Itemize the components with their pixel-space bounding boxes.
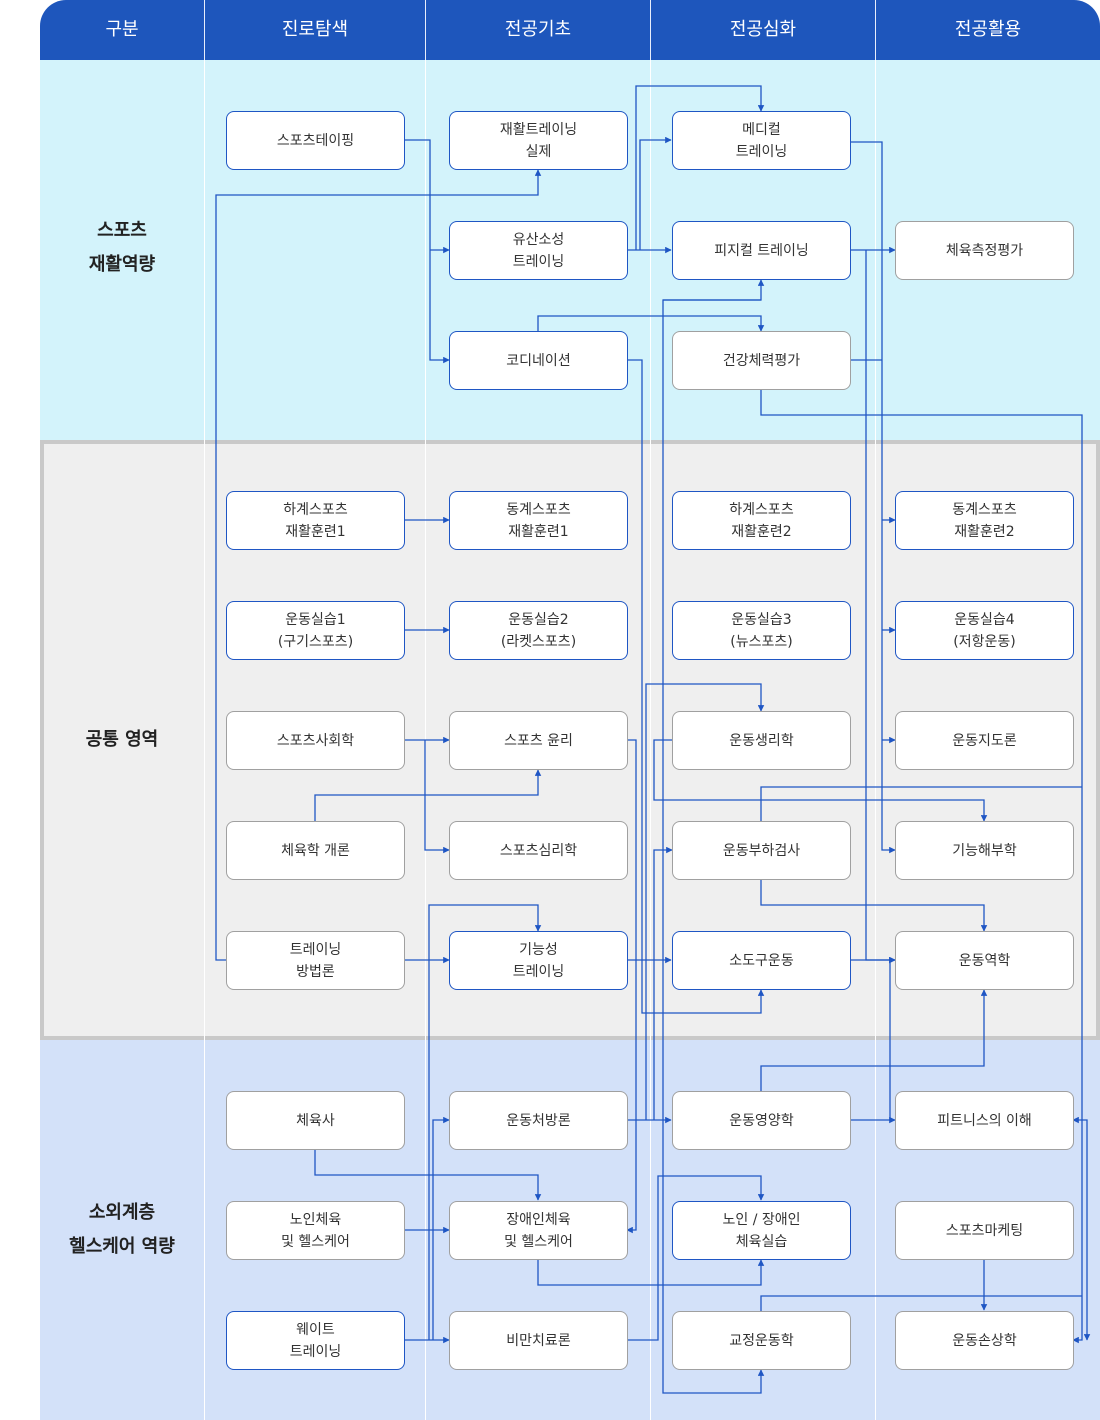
course-box[interactable]: 비만치료론	[449, 1311, 628, 1370]
connector-arrow	[639, 136, 672, 250]
connector-arrow	[760, 1295, 1082, 1311]
connector-arrow	[850, 141, 896, 854]
connector-arrow	[653, 846, 673, 1120]
course-box[interactable]: 웨이트 트레이닝	[226, 1311, 405, 1370]
course-box[interactable]: 트레이닝 방법론	[226, 931, 405, 990]
connector-arrow	[653, 739, 988, 822]
column-divider	[204, 60, 205, 1420]
course-box[interactable]: 스포츠마케팅	[895, 1201, 1074, 1260]
course-box[interactable]: 건강체력평가	[672, 331, 851, 390]
connector-arrow	[314, 769, 542, 821]
course-box[interactable]: 운동지도론	[895, 711, 1074, 770]
course-box[interactable]: 운동실습4 (저항운동)	[895, 601, 1074, 660]
course-box[interactable]: 소도구운동	[672, 931, 851, 990]
course-box[interactable]: 운동생리학	[672, 711, 851, 770]
connector-arrow	[314, 1150, 542, 1201]
course-box[interactable]: 노인 / 장애인 체육실습	[672, 1201, 851, 1260]
connector-arrow	[428, 904, 542, 1340]
course-box[interactable]: 피지컬 트레이닝	[672, 221, 851, 280]
course-box[interactable]: 기능해부학	[895, 821, 1074, 880]
section-label: 소외계층 헬스케어 역량	[69, 1202, 175, 1257]
connector-arrow	[626, 739, 637, 1234]
header-major-advanced: 전공심화	[651, 0, 876, 60]
connector-arrow	[760, 880, 988, 932]
course-box[interactable]: 스포츠심리학	[449, 821, 628, 880]
course-box[interactable]: 유산소성 트레이닝	[449, 221, 628, 280]
column-divider	[875, 60, 876, 1420]
course-box[interactable]: 운동부하검사	[672, 821, 851, 880]
connector-arrow	[645, 683, 765, 1120]
course-box[interactable]: 동계스포츠 재활훈련2	[895, 491, 1074, 550]
course-box[interactable]: 코디네이션	[449, 331, 628, 390]
course-box[interactable]: 재활트레이닝 실제	[449, 111, 628, 170]
connector-arrow	[537, 315, 765, 332]
connector-arrow	[760, 989, 988, 1091]
connector-arrow	[627, 1175, 765, 1341]
course-box[interactable]: 메디컬 트레이닝	[672, 111, 851, 170]
header-major-basic: 전공기초	[426, 0, 651, 60]
header-career-exploration: 진로탐색	[205, 0, 426, 60]
connector-arrow	[215, 169, 542, 961]
connector-arrow	[663, 279, 765, 301]
course-box[interactable]: 운동실습2 (라켓스포츠)	[449, 601, 628, 660]
connector-arrow	[760, 786, 1082, 821]
course-box[interactable]: 체육측정평가	[895, 221, 1074, 280]
course-box[interactable]: 운동실습3 (뉴스포츠)	[672, 601, 851, 660]
header-category: 구분	[40, 0, 205, 60]
connector-arrow	[635, 85, 765, 250]
course-box[interactable]: 운동역학	[895, 931, 1074, 990]
course-box[interactable]: 피트니스의 이해	[895, 1091, 1074, 1150]
course-box[interactable]: 스포츠사회학	[226, 711, 405, 770]
course-box[interactable]: 운동실습1 (구기스포츠)	[226, 601, 405, 660]
course-box[interactable]: 운동처방론	[449, 1091, 628, 1150]
connector-arrow	[627, 359, 765, 1014]
course-box[interactable]: 하계스포츠 재활훈련1	[226, 491, 405, 550]
header-major-application: 전공활용	[954, 19, 1022, 40]
course-box[interactable]: 하계스포츠 재활훈련2	[672, 491, 851, 550]
connector-arrow	[1072, 1116, 1091, 1341]
course-box[interactable]: 장애인체육 및 헬스케어	[449, 1201, 628, 1260]
course-box[interactable]: 스포츠 윤리	[449, 711, 628, 770]
section-label: 스포츠 재활역량	[88, 220, 156, 275]
section-label: 공통 영역	[85, 729, 159, 750]
course-box[interactable]: 체육사	[226, 1091, 405, 1150]
column-divider	[650, 60, 651, 1420]
course-box[interactable]: 운동손상학	[895, 1311, 1074, 1370]
connector-arrow	[432, 1116, 450, 1340]
connector-arrow	[424, 740, 450, 854]
course-box[interactable]: 동계스포츠 재활훈련1	[449, 491, 628, 550]
course-box[interactable]: 운동영양학	[672, 1091, 851, 1150]
table-header: 구분 진로탐색 전공기초 전공심화 전공활용	[40, 0, 1100, 60]
course-box[interactable]: 기능성 트레이닝	[449, 931, 628, 990]
course-box[interactable]: 교정운동학	[672, 1311, 851, 1370]
course-box[interactable]: 노인체육 및 헬스케어	[226, 1201, 405, 1260]
course-box[interactable]: 체육학 개론	[226, 821, 405, 880]
course-box[interactable]: 스포츠테이핑	[226, 111, 405, 170]
connector-arrow	[537, 1259, 765, 1286]
connector-arrow	[865, 250, 896, 964]
